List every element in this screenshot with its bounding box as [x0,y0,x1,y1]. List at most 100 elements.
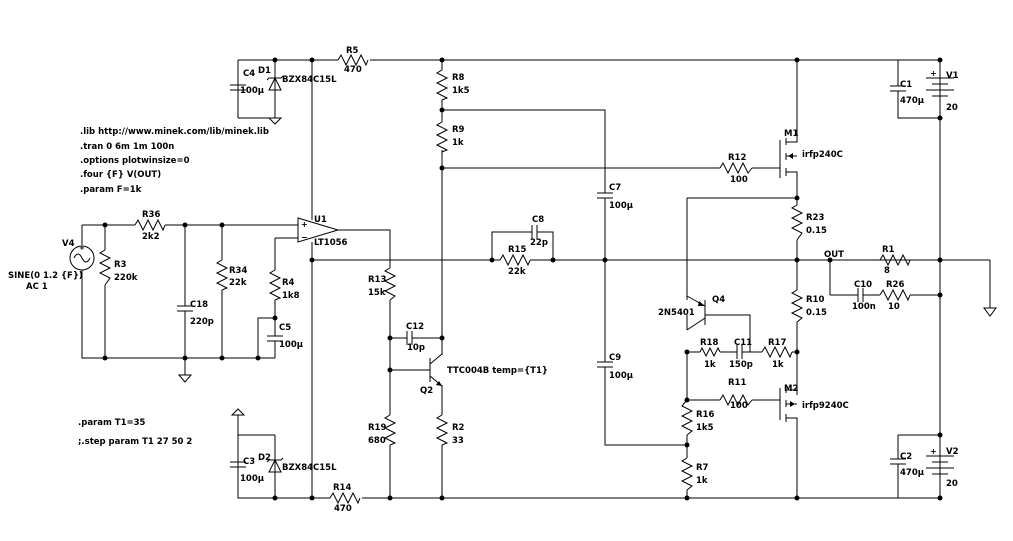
label-c4-name: C4 [243,69,255,79]
resistor-r14[interactable] [329,491,361,505]
resistor-r34[interactable] [215,259,229,291]
resistor-r23[interactable] [790,204,804,241]
label-r14-value: 470 [334,504,352,514]
label-c11-value: 150p [729,360,753,370]
opamp-u1[interactable]: + − [297,217,340,243]
label-r26-value: 10 [888,302,900,312]
svg-text:−: − [301,233,308,242]
label-u1-name: U1 [314,215,327,225]
resistor-r3[interactable] [98,249,112,286]
label-v4-name: V4 [62,239,75,249]
label-r14-name: R14 [333,483,351,493]
label-q2-name: Q2 [420,386,433,396]
capacitor-c8[interactable] [525,225,545,239]
transistor-q4[interactable] [686,295,706,331]
label-d2-name: D2 [258,453,271,463]
label-c12-name: C12 [406,322,424,332]
label-r15-value: 22k [508,267,526,277]
resistor-r26[interactable] [879,288,911,302]
capacitor-c4[interactable] [230,60,246,118]
resistor-r11[interactable] [719,393,753,407]
resistor-r10[interactable] [790,289,804,323]
capacitor-c1[interactable] [890,78,906,98]
label-r2-name: R2 [452,423,465,433]
label-v2-value: 20 [946,479,958,489]
resistor-r16[interactable] [680,399,694,436]
label-r9-value: 1k [452,138,464,148]
directive-param-t1: .param T1=35 [78,418,146,428]
mosfet-m1[interactable] [779,130,798,180]
label-r19-value: 680 [368,436,386,446]
battery-v1[interactable]: + [926,69,954,98]
label-v1-value: 20 [946,103,958,113]
resistor-r18[interactable] [699,346,721,358]
capacitor-c9[interactable] [597,355,613,375]
label-r8-name: R8 [452,73,465,83]
label-r11-name: R11 [728,378,746,388]
resistor-r36[interactable] [134,218,166,232]
label-v1-name: V1 [946,71,959,81]
label-out-net: OUT [824,250,844,260]
label-r4-value: 1k8 [282,291,300,301]
resistor-r2[interactable] [435,414,449,446]
resistor-r17[interactable] [761,345,793,359]
label-r7-name: R7 [696,463,709,473]
resistor-r1[interactable] [879,253,911,267]
junction-dots [102,57,943,501]
resistor-r19[interactable] [383,414,397,446]
label-r15-name: R15 [508,245,526,255]
directive-options: .options plotwinsize=0 [80,156,190,166]
label-r13-value: 15k [368,288,386,298]
label-c10-value: 100n [852,302,876,312]
sine-source-v4[interactable]: + [69,244,95,271]
label-r3-name: R3 [114,260,127,270]
label-c5-value: 100µ [279,340,303,350]
capacitor-c3[interactable] [230,435,246,498]
zener-d1[interactable] [266,60,284,118]
capacitor-c11[interactable] [728,345,752,359]
mosfet-m2[interactable] [779,380,798,425]
label-r16-value: 1k5 [696,423,714,433]
label-r5-name: R5 [346,46,359,56]
resistor-r15[interactable] [499,253,531,267]
label-c3-name: C3 [243,457,255,467]
label-c4-value: 100µ [240,86,264,96]
spice-directives: .lib http://www.minek.com/lib/minek.lib … [78,127,269,447]
resistor-r5[interactable] [337,53,369,67]
transistor-q2[interactable] [429,338,443,387]
battery-v2[interactable]: + [926,447,954,480]
label-c8-value: 22p [530,238,548,248]
label-d2-value: BZX84C15L [282,463,337,473]
label-r17-value: 1k [772,360,784,370]
resistor-r12[interactable] [719,161,753,175]
capacitor-c12[interactable] [400,331,420,345]
resistor-r4[interactable] [268,269,282,301]
label-c3-value: 100µ [240,474,264,484]
capacitor-c7[interactable] [597,185,613,205]
label-r18-value: 1k [704,360,716,370]
label-r4-name: R4 [282,278,295,288]
label-m1-name: M1 [784,129,798,139]
resistor-r9[interactable] [435,121,449,153]
capacitor-c10[interactable] [852,288,870,302]
label-r10-value: 0.15 [806,308,827,318]
directive-lib: .lib http://www.minek.com/lib/minek.lib [80,127,269,137]
resistor-r7[interactable] [680,457,694,491]
label-c7-name: C7 [609,183,621,193]
label-c10-name: C10 [854,280,872,290]
svg-text:+: + [79,244,85,252]
capacitor-c18[interactable] [177,300,193,318]
label-r34-name: R34 [229,266,247,276]
label-r16-name: R16 [696,410,714,420]
label-v2-name: V2 [946,447,959,457]
label-c9-name: C9 [609,353,621,363]
capacitor-c5[interactable] [267,330,283,348]
zener-d2[interactable] [266,435,284,498]
label-r5-value: 470 [344,65,362,75]
capacitor-c2[interactable] [890,452,906,472]
label-r1-value: 8 [884,266,890,276]
ground-symbol-d1 [267,117,283,125]
resistor-r13[interactable] [383,267,397,301]
resistor-r8[interactable] [435,69,449,101]
